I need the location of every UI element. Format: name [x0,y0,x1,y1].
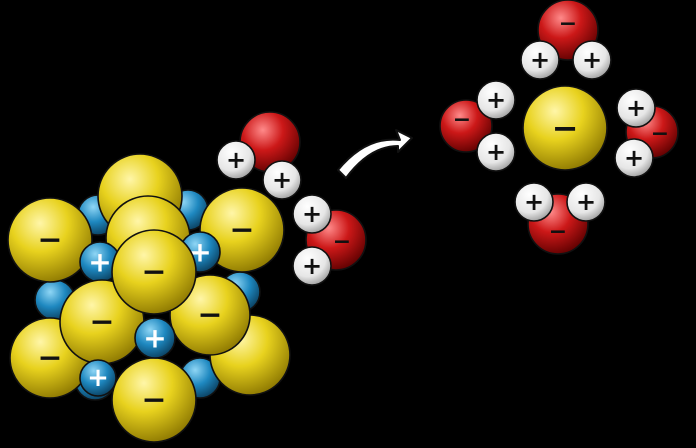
hydrated-anion-cluster: −++−++−++−++− [439,0,679,255]
cation-charge-label: + [88,246,111,279]
anion-sphere [7,197,93,283]
anion-charge-label: − [37,341,62,376]
water-molecule: −+ + [520,0,612,80]
hydrogen-partial-charge-label: + [226,146,246,174]
hydrogen-atom [292,194,332,234]
anion-sphere [111,229,197,315]
anion-charge-label: − [37,223,62,258]
hydrogen-partial-charge-label: + [624,144,644,172]
hydrogen-partial-charge-label: + [302,200,322,228]
hydrogen-atom [566,182,606,222]
anion-sphere [199,187,285,273]
oxygen-partial-charge-label: − [651,122,669,147]
hydrogen-partial-charge-label: + [582,46,602,74]
water-molecule: ++ [216,111,302,200]
hydrogen-partial-charge-label: + [486,138,506,166]
anion-charge-label: − [229,213,254,248]
hydrogen-atom [292,246,332,286]
central-anion-charge-label: − [552,109,579,147]
hydrogen-atom [262,160,302,200]
water-molecule: −+ + [292,194,367,286]
hydrogen-partial-charge-label: + [626,94,646,122]
central-anion-sphere [522,85,608,171]
oxygen-partial-charge-label: − [549,220,567,245]
ionic-crystal-lattice: −−−++−−−−++ [7,153,291,443]
curved-arrow-icon [337,129,413,179]
cation-charge-label: + [87,363,109,393]
hydrogen-atom [614,138,654,178]
anion-charge-label: − [141,255,166,290]
oxygen-partial-charge-label: − [453,108,471,133]
hydrogen-partial-charge-label: + [524,188,544,216]
anion-charge-label: − [89,305,114,340]
anion-charge-label: − [197,298,222,333]
cation-sphere [79,359,117,397]
oxygen-atom [439,99,493,153]
hydrogen-partial-charge-label: + [530,46,550,74]
hydrogen-atom [216,140,256,180]
hydrogen-atom [514,182,554,222]
oxygen-partial-charge-label: − [559,12,577,37]
hydrogen-partial-charge-label: + [576,188,596,216]
cation-sphere [134,317,176,359]
hydrogen-atom [476,80,516,120]
hydrogen-atom [616,88,656,128]
oxygen-partial-charge-label: − [333,230,351,255]
hydrogen-atom [520,40,560,80]
hydrogen-partial-charge-label: + [486,86,506,114]
hydrogen-partial-charge-label: + [302,252,322,280]
free-water-molecules: ++−++ [216,111,367,286]
hydrogen-atom [476,132,516,172]
cation-charge-label: + [143,322,166,355]
water-molecule: −+ + [614,88,679,178]
hydrogen-partial-charge-label: + [272,166,292,194]
anion-charge-label: − [141,383,166,418]
water-molecule: −+ + [439,80,516,172]
hydrogen-atom [572,40,612,80]
water-molecule: −+ + [514,182,606,255]
